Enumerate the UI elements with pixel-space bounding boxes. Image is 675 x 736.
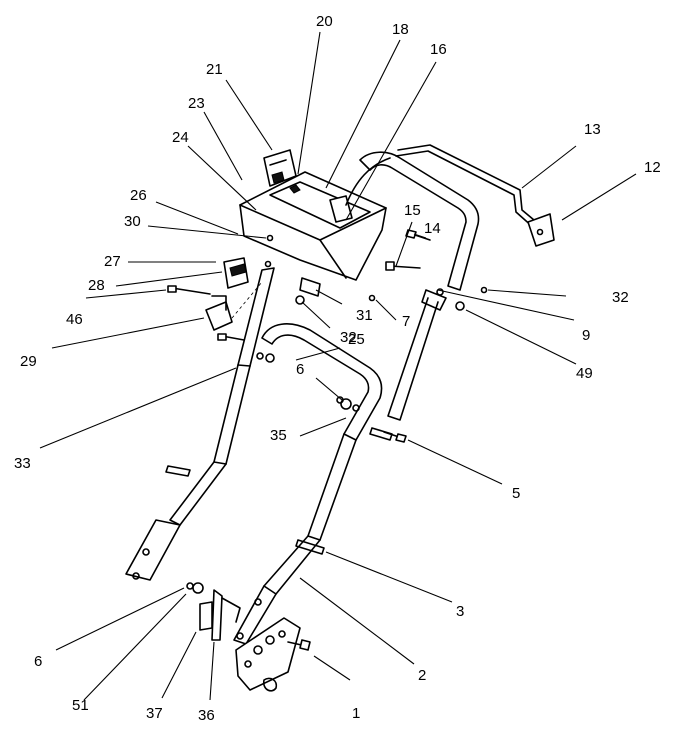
callout-15: 15 — [404, 202, 421, 219]
control-bail — [395, 144, 541, 229]
knob — [223, 257, 249, 289]
mount-bracket — [299, 277, 321, 297]
callout-20: 20 — [316, 13, 333, 30]
callout-16: 16 — [430, 41, 447, 58]
callout-27: 27 — [104, 253, 121, 270]
bail-bracket — [527, 213, 555, 247]
callout-14: 14 — [424, 220, 441, 237]
height-adjust-plate — [235, 617, 311, 692]
callout-6a: 6 — [34, 653, 42, 670]
callout-29: 29 — [20, 353, 37, 370]
leader-lines — [39, 31, 637, 701]
callout-37: 37 — [146, 705, 163, 722]
callout-49: 49 — [576, 365, 593, 382]
grip — [205, 281, 263, 331]
callout-36: 36 — [198, 707, 215, 724]
callout-23: 23 — [188, 95, 205, 112]
callout-9: 9 — [582, 327, 590, 344]
upper-handle-left-tube — [125, 267, 275, 581]
callout-32a: 32 — [612, 289, 629, 306]
callout-30: 30 — [124, 213, 141, 230]
callout-46: 46 — [66, 311, 83, 328]
callout-31: 31 — [356, 307, 373, 324]
hardware — [167, 229, 488, 641]
callout-26: 26 — [130, 187, 147, 204]
lower-handle-right-tube — [233, 323, 383, 645]
callout-21: 21 — [206, 61, 223, 78]
callout-3: 3 — [456, 603, 464, 620]
callout-2: 2 — [418, 667, 426, 684]
callout-25: 25 — [348, 331, 365, 348]
callout-1: 1 — [352, 705, 360, 722]
callout-6b: 6 — [296, 361, 304, 378]
callout-18: 18 — [392, 21, 409, 38]
callout-labels: 1 2 3 5 6 6 7 9 12 13 14 15 16 18 20 21 … — [14, 13, 661, 724]
callout-12: 12 — [644, 159, 661, 176]
throttle-lever — [329, 157, 391, 223]
callout-5: 5 — [512, 485, 520, 502]
callout-51: 51 — [72, 697, 89, 714]
callout-28: 28 — [88, 277, 105, 294]
control-box — [239, 171, 387, 281]
upper-handle-right-tube — [359, 151, 480, 441]
callout-33: 33 — [14, 455, 31, 472]
callout-13: 13 — [584, 121, 601, 138]
callout-24: 24 — [172, 129, 189, 146]
callout-35: 35 — [270, 427, 287, 444]
callout-32b: 32 — [340, 329, 357, 346]
callout-7: 7 — [402, 313, 410, 330]
ignition-switch — [263, 149, 297, 187]
